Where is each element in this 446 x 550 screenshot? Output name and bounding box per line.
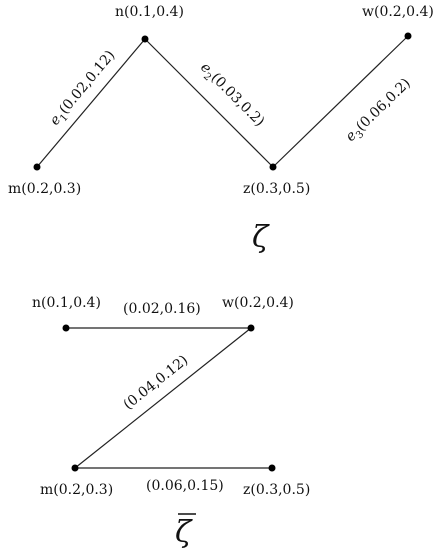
graph-symbol-zeta: ζ	[252, 220, 270, 255]
edge-label-n-w: (0.02,0.16)	[123, 301, 201, 317]
edge-label-e3: e3(0.06,0.2)	[343, 75, 416, 147]
node-label-z: z(0.3,0.5)	[243, 482, 310, 498]
node-label-m: m(0.2,0.3)	[40, 482, 113, 498]
edge-label-m-z: (0.06,0.15)	[146, 478, 224, 494]
edge-w-m	[74, 327, 252, 469]
node-w	[247, 324, 255, 332]
node-n	[141, 35, 149, 43]
edge-e3	[272, 35, 409, 168]
node-label-z: z(0.3,0.5)	[243, 181, 310, 197]
edge-label-e1: e1(0.02,0.12)	[47, 48, 121, 131]
node-label-n: n(0.1,0.4)	[32, 295, 101, 311]
edge-e2	[144, 38, 274, 168]
node-label-m: m(0.2,0.3)	[8, 181, 81, 197]
node-m	[71, 464, 79, 472]
node-label-w: w(0.2,0.4)	[222, 295, 294, 311]
node-m	[33, 163, 41, 171]
node-n	[62, 324, 70, 332]
node-label-w: w(0.2,0.4)	[362, 4, 434, 20]
node-z	[269, 163, 277, 171]
top-graph: m(0.2,0.3) n(0.1,0.4) z(0.3,0.5) w(0.2,0…	[8, 4, 434, 255]
edge-label-e2: e2(0.03,0.2)	[195, 60, 267, 132]
node-w	[404, 32, 412, 40]
node-z	[268, 464, 276, 472]
node-label-n: n(0.1,0.4)	[115, 4, 184, 20]
graph-symbol-zeta-bar: ζ	[175, 515, 193, 550]
edge-e1	[36, 38, 146, 168]
bottom-graph: n(0.1,0.4) w(0.2,0.4) m(0.2,0.3) z(0.3,0…	[32, 295, 310, 550]
